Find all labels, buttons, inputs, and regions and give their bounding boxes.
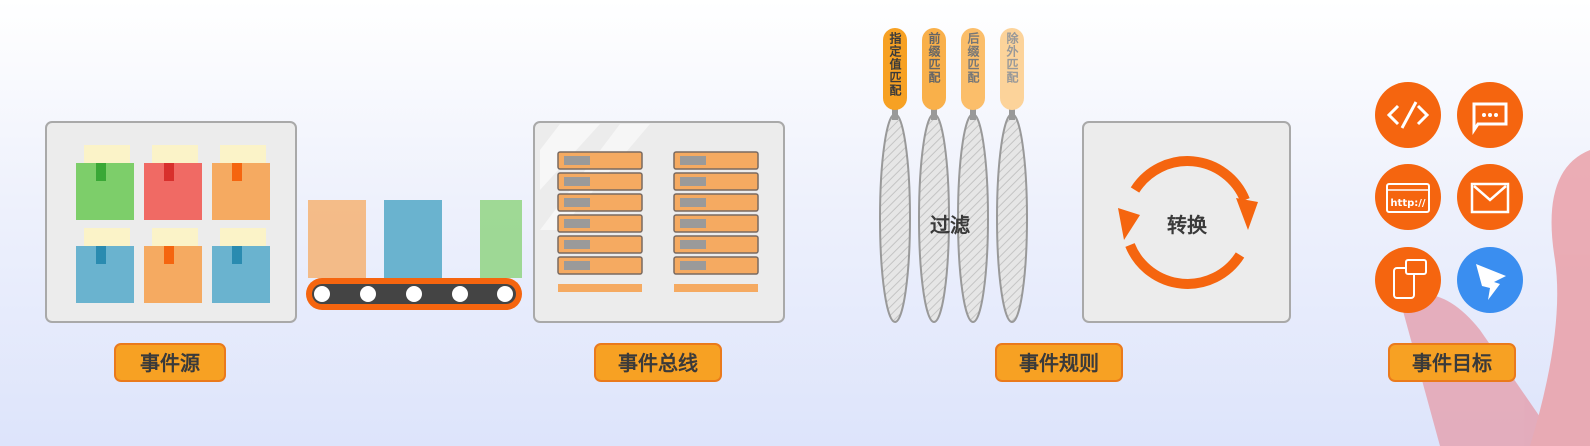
- filter-type-suffix-match: 后缀匹配: [966, 32, 980, 84]
- server-unit: [557, 193, 643, 212]
- server-unit: [557, 256, 643, 275]
- stage-label-text: 事件规则: [1019, 351, 1099, 375]
- server-unit: [557, 214, 643, 233]
- filter-type-prefix-match: 前缀匹配: [927, 32, 941, 84]
- filter-type-exclude-match: 除外匹配: [1005, 32, 1019, 84]
- filter-paddle: [879, 28, 911, 323]
- filter-paddle: [996, 28, 1028, 323]
- message-queue-icon[interactable]: [1457, 82, 1523, 148]
- event-source-box: [45, 121, 297, 323]
- event-bus-box: [533, 121, 785, 323]
- server-unit: [673, 151, 759, 170]
- server-unit: [557, 151, 643, 170]
- book-icon: [144, 145, 202, 220]
- stage-label-target: 事件目标: [1388, 343, 1516, 382]
- http-text: http://: [1390, 198, 1425, 209]
- book-icon: [76, 228, 134, 303]
- filter-paddle: [918, 28, 950, 323]
- stage-label-text: 事件源: [140, 351, 200, 375]
- filter-type-exact-match: 指定值匹配: [888, 32, 902, 97]
- stage-label-rules: 事件规则: [995, 343, 1123, 382]
- sms-icon[interactable]: [1375, 247, 1441, 313]
- filter-label: 过滤: [930, 213, 970, 237]
- book-icon: [144, 228, 202, 303]
- book-icon: [212, 228, 270, 303]
- stage-label-source: 事件源: [114, 343, 226, 382]
- stage-label-bus: 事件总线: [594, 343, 722, 382]
- transform-label: 转换: [1167, 213, 1208, 237]
- server-unit: [673, 214, 759, 233]
- conveyor-belt: [306, 200, 522, 310]
- stage-label-text: 事件总线: [618, 351, 698, 375]
- http-icon[interactable]: http://: [1375, 164, 1441, 230]
- book-icon: [76, 145, 134, 220]
- mail-icon[interactable]: [1457, 164, 1523, 230]
- server-unit: [673, 193, 759, 212]
- filter-paddle: [957, 28, 989, 323]
- server-unit: [673, 256, 759, 275]
- dingtalk-icon[interactable]: [1457, 247, 1523, 313]
- book-icon: [212, 145, 270, 220]
- server-unit: [557, 235, 643, 254]
- filter-group: [879, 28, 1028, 323]
- server-unit: [557, 172, 643, 191]
- stage-label-text: 事件目标: [1412, 351, 1492, 375]
- target-icons: http://: [1375, 82, 1523, 313]
- function-compute-icon[interactable]: [1375, 82, 1441, 148]
- server-unit: [673, 172, 759, 191]
- transform-box: 转换: [1082, 121, 1291, 323]
- server-unit: [673, 235, 759, 254]
